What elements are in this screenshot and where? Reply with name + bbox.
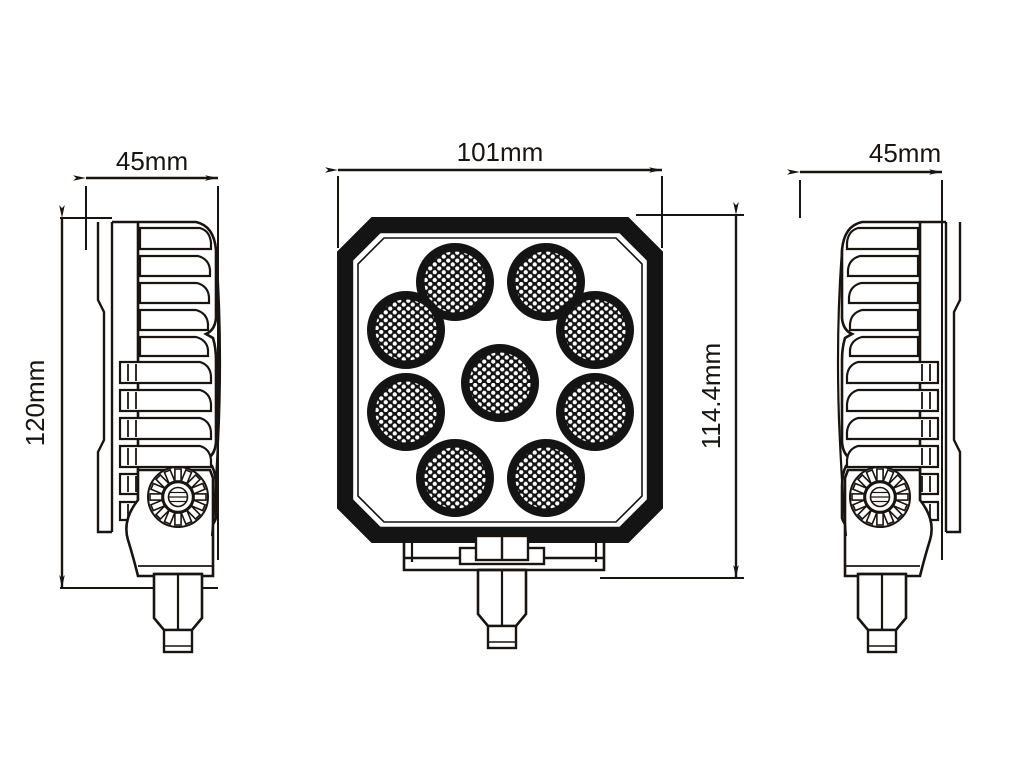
left-side-view: 45mm 120mm <box>20 146 222 654</box>
dimension-label-front-height: 114.4mm <box>696 343 726 449</box>
left-view-heatsink-fins-upper <box>138 226 213 358</box>
left-view-adjustment-knob <box>146 465 210 529</box>
dimension-right-width <box>787 169 943 560</box>
right-side-view: 45mm <box>787 138 962 654</box>
front-view: 101mm 114.4mm <box>325 137 744 650</box>
led-mid-lower-right <box>557 374 633 450</box>
dimension-label-left-width: 45mm <box>116 146 188 176</box>
front-view-bolt-boss <box>458 534 546 566</box>
left-view-rear-shell <box>210 249 222 537</box>
right-view-rear-shell <box>836 249 848 537</box>
dimension-label-left-height: 120mm <box>20 360 50 447</box>
led-mid-lower-left <box>368 374 444 450</box>
dimension-front-width <box>325 167 663 248</box>
right-view-adjustment-knob <box>848 465 912 529</box>
led-center <box>462 345 538 421</box>
dimension-label-front-width: 101mm <box>457 137 544 167</box>
led-bottom-right <box>508 440 584 516</box>
led-mid-upper-left <box>368 292 444 368</box>
left-view-lens-profile <box>96 222 114 534</box>
right-view-heatsink-fins-upper <box>845 226 920 358</box>
right-view-lens-profile <box>944 222 962 534</box>
dimension-label-right-width: 45mm <box>869 138 941 168</box>
dimension-front-height <box>600 202 744 579</box>
led-mid-upper-right <box>557 292 633 368</box>
led-bottom-left <box>417 440 493 516</box>
right-view-body <box>836 220 962 602</box>
